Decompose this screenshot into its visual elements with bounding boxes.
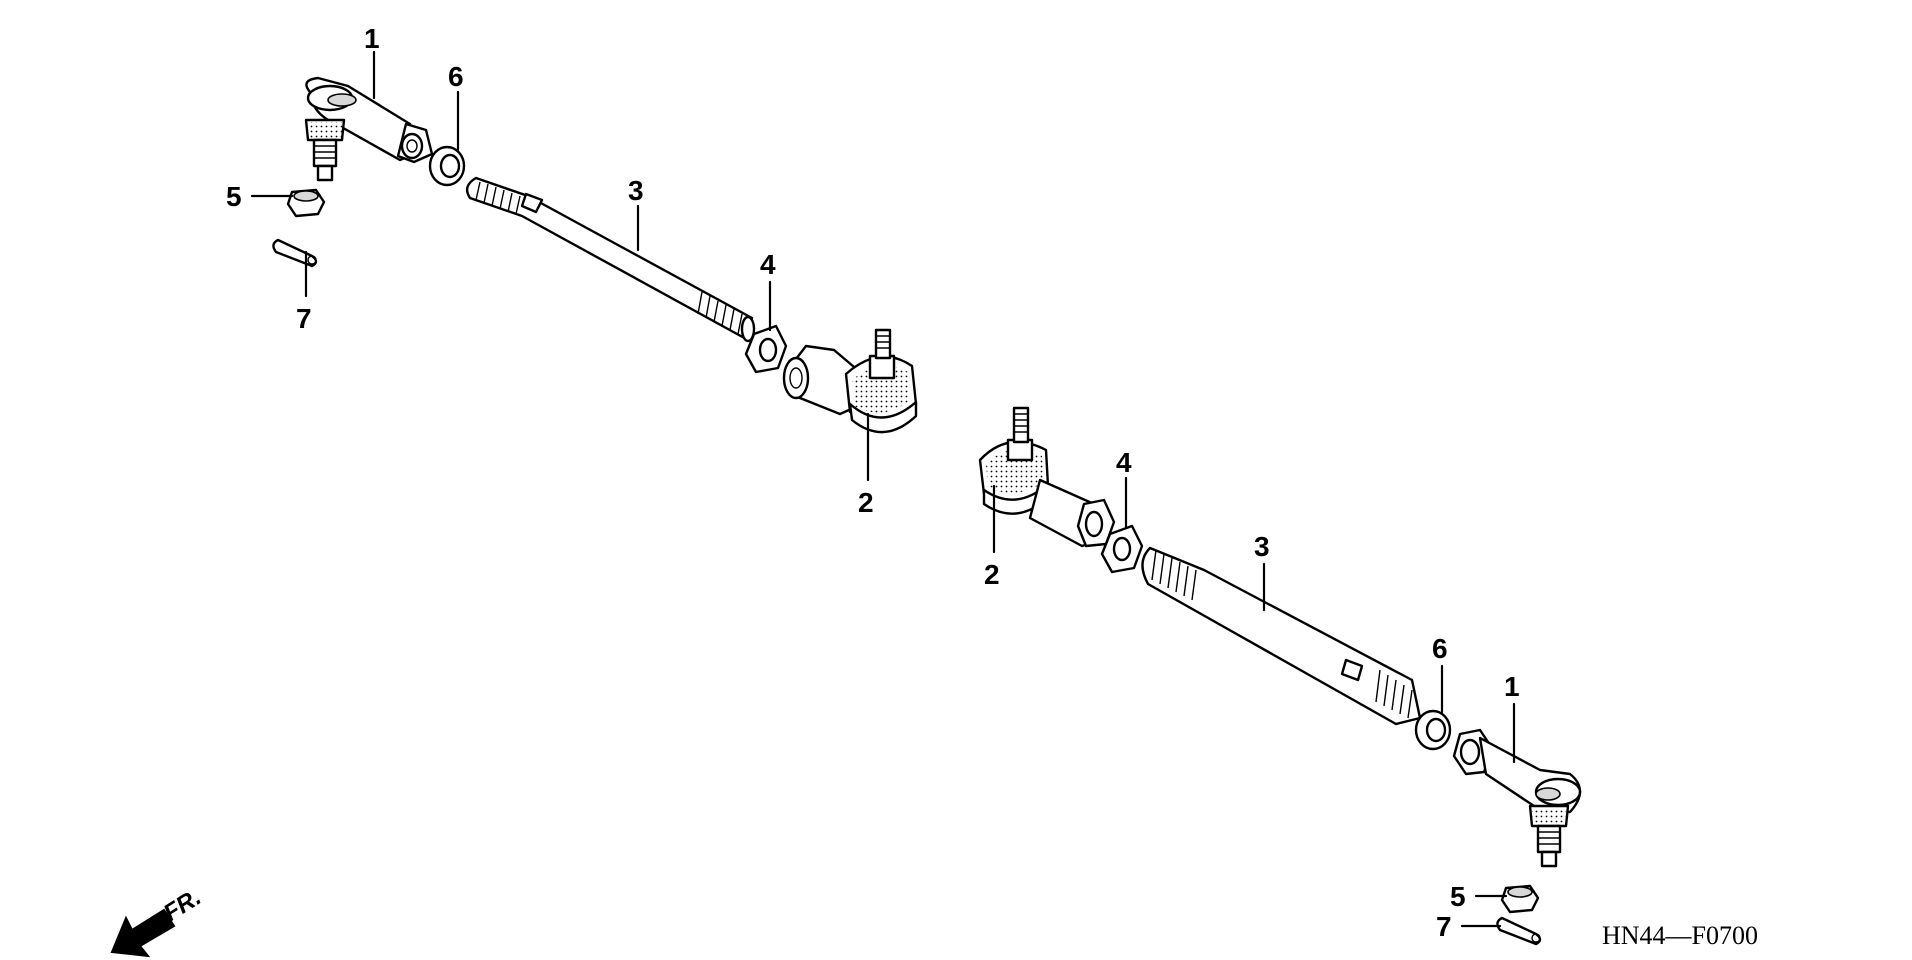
callout-7-right: 7 (1436, 911, 1452, 942)
tie-rod-end-inner-left (782, 328, 918, 434)
front-direction-arrow: FR. (110, 884, 206, 958)
callout-4-left: 4 (760, 249, 776, 280)
leader-lines (250, 50, 1516, 928)
callout-7-left: 7 (296, 303, 312, 334)
callout-1-right: 1 (1504, 671, 1520, 702)
lock-nut-4-left (744, 324, 788, 374)
callout-2-left: 2 (858, 487, 874, 518)
callout-5-right: 5 (1450, 881, 1466, 912)
tie-rod-shaft-left (465, 176, 756, 343)
cotter-pin-7-right (1496, 916, 1542, 946)
drawing-code: HN44—F0700 (1602, 921, 1758, 950)
lock-nut-4-right (1100, 524, 1144, 574)
castle-nut-5-left (286, 188, 326, 218)
washer-6-left (428, 145, 466, 187)
tie-rod-end-inner-right (978, 406, 1116, 548)
tie-rod-end-outer-left (304, 76, 434, 182)
callout-6-left: 6 (448, 61, 464, 92)
callout-4-right: 4 (1116, 447, 1132, 478)
callout-3-left: 3 (628, 175, 644, 206)
callout-6-right: 6 (1432, 633, 1448, 664)
callout-2-right: 2 (984, 559, 1000, 590)
callout-1-left: 1 (364, 23, 380, 54)
tie-rod-shaft-right (1141, 546, 1422, 726)
tie-rod-end-outer-right (1452, 728, 1582, 868)
castle-nut-5-right (1500, 884, 1540, 914)
cotter-pin-7-left (272, 238, 318, 268)
callout-5-left: 5 (226, 181, 242, 212)
callout-3-right: 3 (1254, 531, 1270, 562)
washer-6-right (1414, 709, 1452, 751)
